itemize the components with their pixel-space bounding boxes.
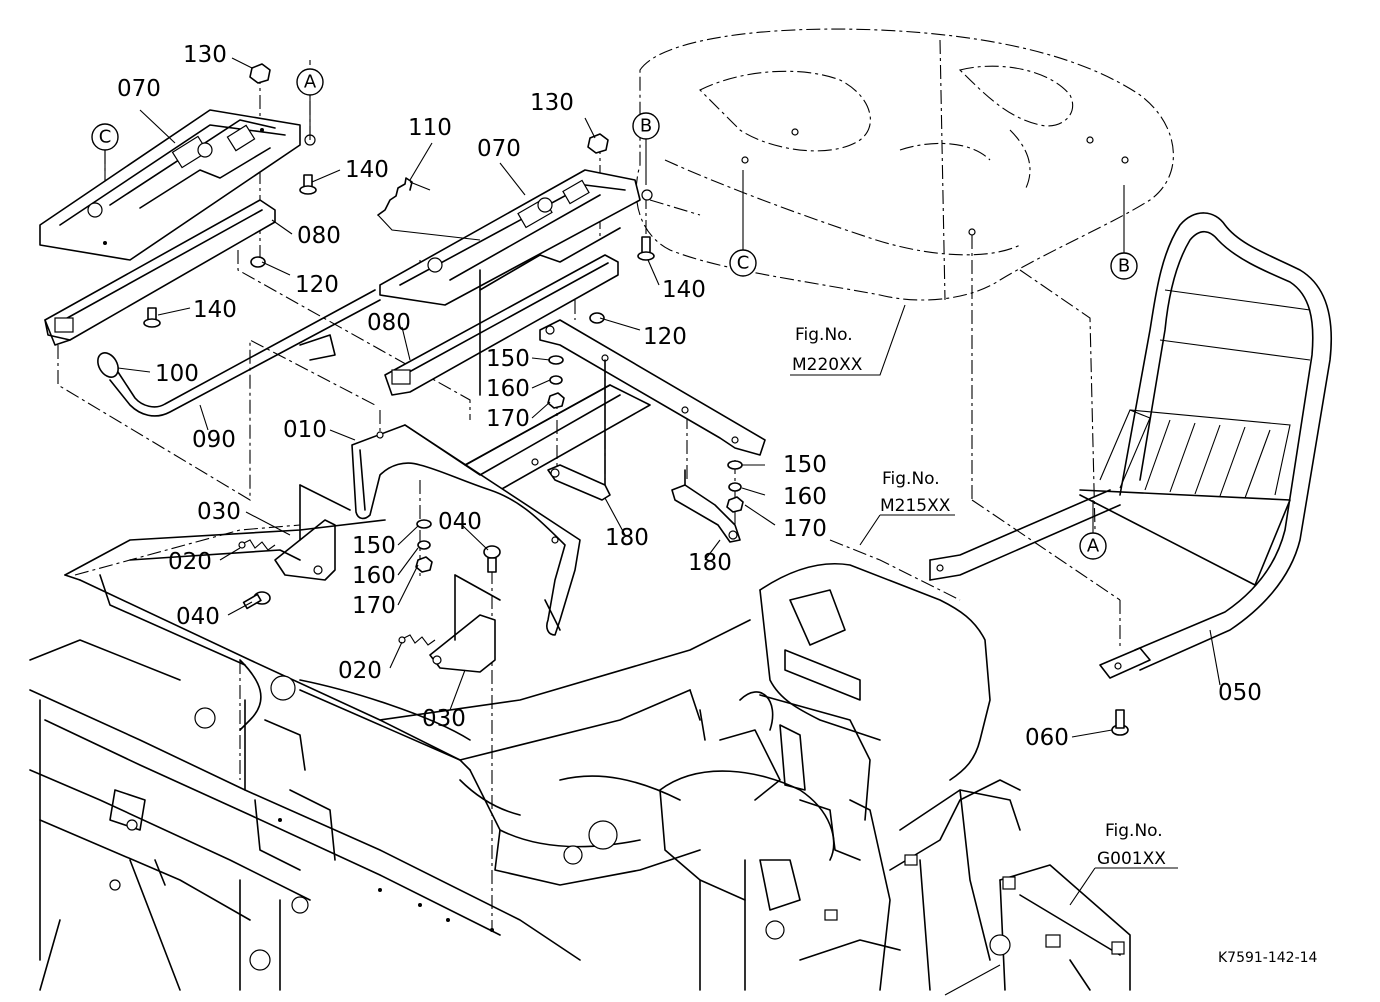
ref-a-bottom: A — [1087, 536, 1100, 557]
seat-outline — [635, 28, 1174, 301]
label-080-left: 080 — [297, 223, 341, 249]
ref-c-seat: C — [737, 253, 750, 274]
fig-m215-code: M215XX — [880, 496, 951, 516]
spring-020-upper — [238, 539, 276, 551]
fig-g001-title: Fig.No. — [1105, 821, 1163, 841]
label-140-left-lower: 140 — [193, 297, 237, 323]
label-060: 060 — [1025, 725, 1069, 751]
ref-a-top: A — [304, 72, 317, 93]
label-110: 110 — [408, 115, 452, 141]
bracket-180-right — [671, 469, 741, 543]
ref-b-top: B — [640, 116, 652, 137]
label-120-left: 120 — [295, 272, 339, 298]
hinge-030-upper — [274, 484, 351, 581]
hinge-030-lower — [429, 574, 501, 673]
label-170-upper: 170 — [486, 406, 530, 432]
label-020-upper: 020 — [168, 549, 212, 575]
label-040-left: 040 — [176, 604, 220, 630]
label-020-lower: 020 — [338, 658, 382, 684]
label-010: 010 — [283, 417, 327, 443]
label-150-right: 150 — [783, 452, 827, 478]
seat-rail-070-left — [39, 109, 316, 261]
label-130-right: 130 — [530, 90, 574, 116]
seat-rail-080-right — [384, 254, 619, 396]
label-170-mid: 170 — [352, 593, 396, 619]
seat-rail-070-right — [379, 169, 653, 306]
reference-markers: A B C C B A — [91, 68, 1138, 560]
label-170-right: 170 — [783, 516, 827, 542]
label-160-mid: 160 — [352, 563, 396, 589]
label-090: 090 — [192, 427, 236, 453]
leader-lines — [104, 57, 1221, 906]
label-070-left: 070 — [117, 76, 161, 102]
label-140-left-upper: 140 — [345, 157, 389, 183]
label-150-mid: 150 — [352, 533, 396, 559]
rod-090 — [97, 289, 381, 417]
fig-g001-code: G001XX — [1097, 849, 1166, 869]
label-050: 050 — [1218, 680, 1262, 706]
label-030-lower: 030 — [422, 706, 466, 732]
fig-m220-code: M220XX — [792, 355, 863, 375]
label-180-right: 180 — [688, 550, 732, 576]
spring-110 — [377, 177, 481, 241]
fig-m220-title: Fig.No. — [795, 325, 853, 345]
label-160-upper: 160 — [486, 376, 530, 402]
hardware — [143, 63, 1129, 736]
figure-references: Fig.No. M220XX Fig.No. M215XX Fig.No. G0… — [792, 325, 1166, 869]
label-080-right: 080 — [367, 310, 411, 336]
label-150-upper: 150 — [486, 346, 530, 372]
label-180-left: 180 — [605, 525, 649, 551]
bracket-180-left — [547, 359, 611, 501]
label-120-right: 120 — [643, 324, 687, 350]
fig-m215-title: Fig.No. — [882, 469, 940, 489]
ref-b-right: B — [1118, 256, 1130, 277]
part-labels: 130 070 140 080 120 140 100 090 110 070 … — [117, 42, 1262, 751]
label-040-mid: 040 — [438, 509, 482, 535]
chassis-frame — [29, 519, 1131, 996]
label-070-right: 070 — [477, 136, 521, 162]
drawing-code: K7591-142-14 — [1218, 950, 1318, 966]
seat-bracket-050 — [929, 212, 1333, 679]
label-140-right: 140 — [662, 277, 706, 303]
spring-020-lower — [398, 634, 436, 646]
seat-frame-010 — [351, 384, 621, 636]
ref-c-left: C — [99, 127, 112, 148]
label-130-left: 130 — [183, 42, 227, 68]
label-160-right: 160 — [783, 484, 827, 510]
label-100: 100 — [155, 361, 199, 387]
label-030-upper: 030 — [197, 499, 241, 525]
